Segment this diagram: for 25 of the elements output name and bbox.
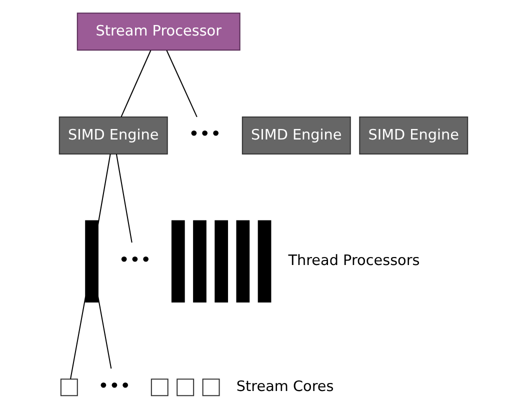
node-box: SIMD Engine — [359, 116, 468, 154]
node-bar — [85, 220, 98, 302]
node-box: Stream Processor — [76, 12, 240, 50]
connector — [116, 153, 132, 242]
node-bar — [214, 220, 228, 302]
connector — [70, 296, 86, 379]
connector — [120, 50, 152, 117]
node-text: ••• — [118, 249, 152, 270]
node-bar — [236, 220, 250, 302]
node-text: ••• — [188, 123, 222, 144]
connector — [98, 153, 111, 224]
node-box: SIMD Engine — [58, 116, 168, 154]
node-box: SIMD Engine — [242, 116, 351, 154]
node-bar — [193, 220, 206, 302]
connector — [166, 50, 198, 117]
node-box — [150, 378, 168, 396]
node-bar — [171, 220, 185, 302]
node-text: ••• — [98, 375, 131, 396]
label: Stream Cores — [236, 378, 334, 395]
node-bar — [258, 220, 272, 302]
node-box — [202, 378, 220, 396]
node-box — [176, 378, 194, 396]
label: Thread Processors — [288, 252, 420, 269]
node-box — [60, 378, 78, 396]
connector — [97, 296, 112, 368]
